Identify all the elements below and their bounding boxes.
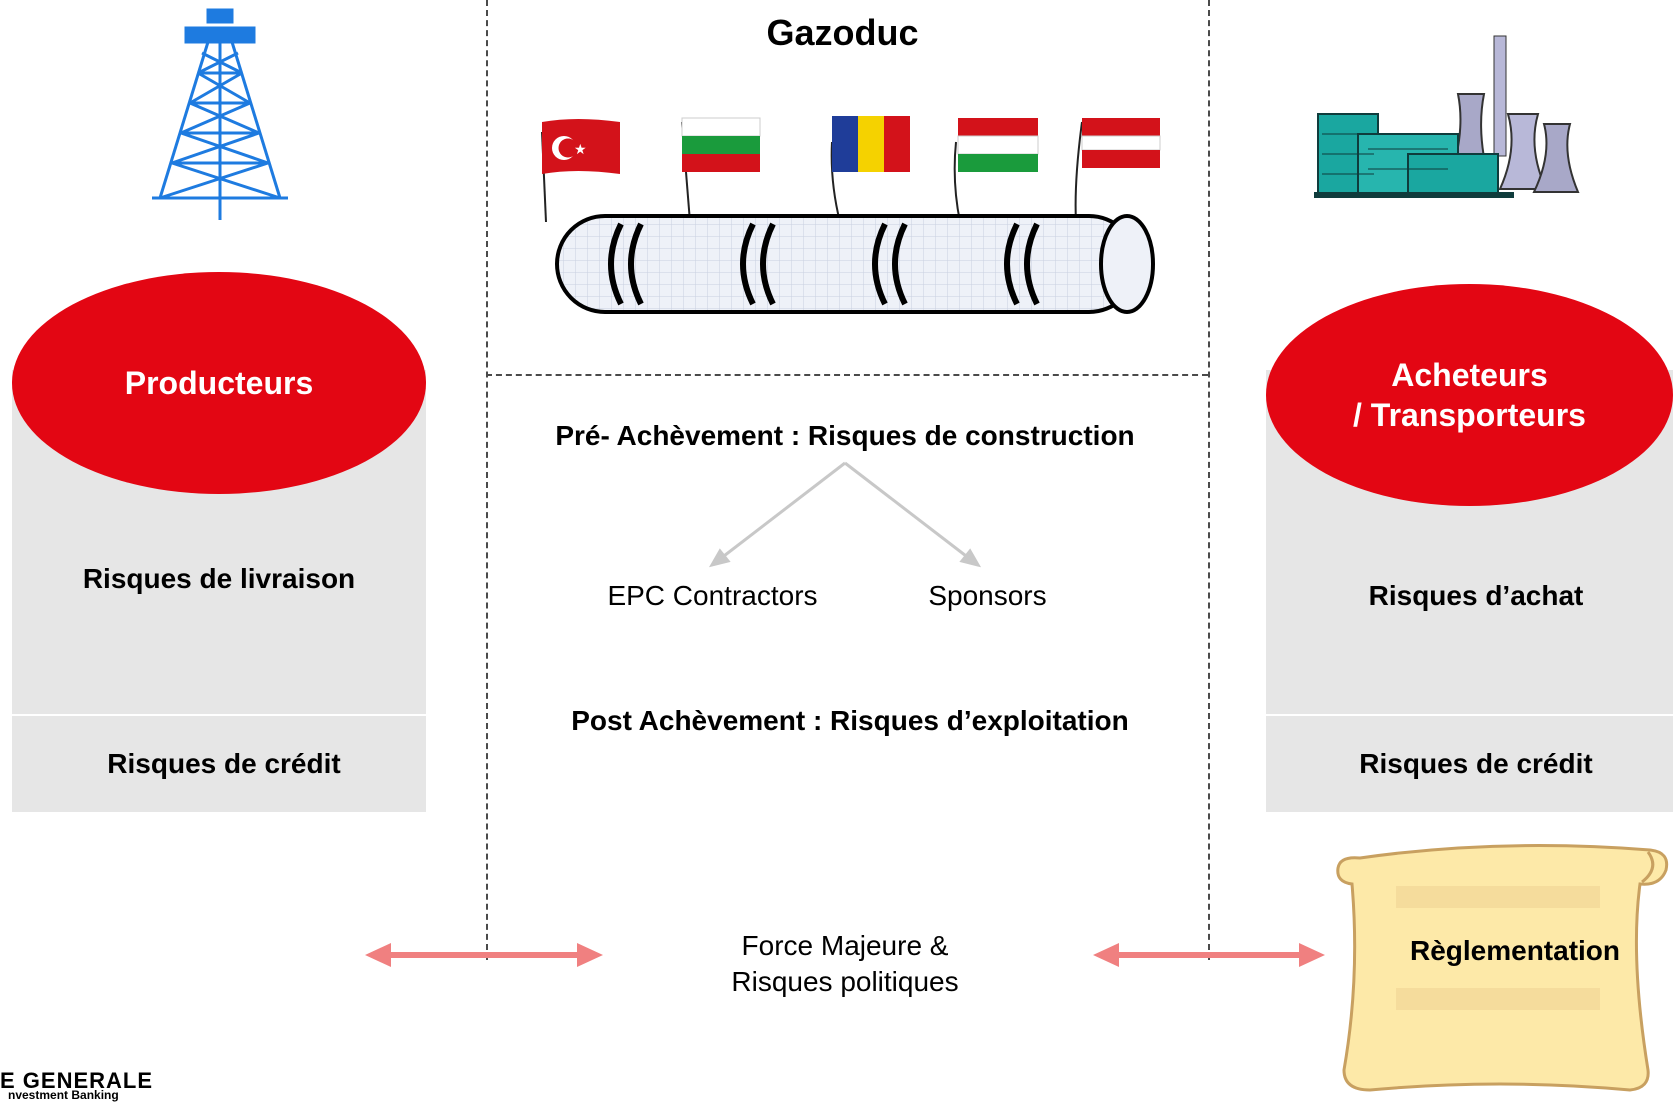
austria-flag-icon (1074, 118, 1161, 222)
pre-completion-label: Pré- Achèvement : Risques de constructio… (555, 420, 1135, 451)
producers-divider (12, 714, 426, 716)
left-credit-risk-label: Risques de crédit (107, 748, 341, 779)
force-majeure-line2: Risques politiques (731, 966, 959, 997)
left-double-arrow (365, 943, 603, 967)
buyers-divider (1266, 714, 1673, 716)
producers-label: Producteurs (124, 365, 314, 401)
pipeline-title: Gazoduc (766, 12, 919, 53)
split-arrows (708, 461, 982, 568)
pipeline-icon (555, 214, 1155, 314)
power-plant-icon (1314, 35, 1580, 198)
sponsors-label: Sponsors (928, 580, 1047, 611)
logo-line1: E GENERALE (0, 1068, 154, 1093)
producers-ellipse: Producteurs (12, 272, 426, 494)
purchase-risk-label: Risques d’achat (1368, 580, 1584, 611)
force-majeure-label: Force Majeure & Risques politiques (690, 928, 1000, 1000)
left-divider (486, 0, 488, 960)
romania-flag-icon (830, 116, 910, 222)
logo-line2: nvestment Banking (8, 1088, 119, 1102)
hungary-flag-icon (953, 118, 1039, 222)
right-double-arrow (1093, 943, 1325, 967)
center-divider (486, 374, 1208, 376)
right-credit-risk-label: Risques de crédit (1359, 748, 1593, 779)
delivery-risk-label: Risques de livraison (82, 563, 356, 594)
regulation-label: Règlementation (1409, 935, 1621, 966)
buyers-label-line2: / Transporteurs (1353, 397, 1586, 433)
turkey-flag-icon: ★ (541, 119, 620, 222)
buyers-ellipse: Acheteurs / Transporteurs (1266, 284, 1673, 506)
bulgaria-flag-icon (681, 117, 761, 222)
epc-contractors-label: EPC Contractors (607, 580, 818, 611)
force-majeure-line1: Force Majeure & (741, 930, 949, 961)
svg-text:★: ★ (574, 142, 587, 158)
regulation-scroll-icon (1336, 844, 1669, 1092)
post-completion-label: Post Achèvement : Risques d’exploitation (571, 705, 1129, 736)
buyers-label-line1: Acheteurs (1391, 357, 1548, 393)
right-divider (1208, 0, 1210, 960)
oil-derrick-icon (152, 8, 288, 220)
